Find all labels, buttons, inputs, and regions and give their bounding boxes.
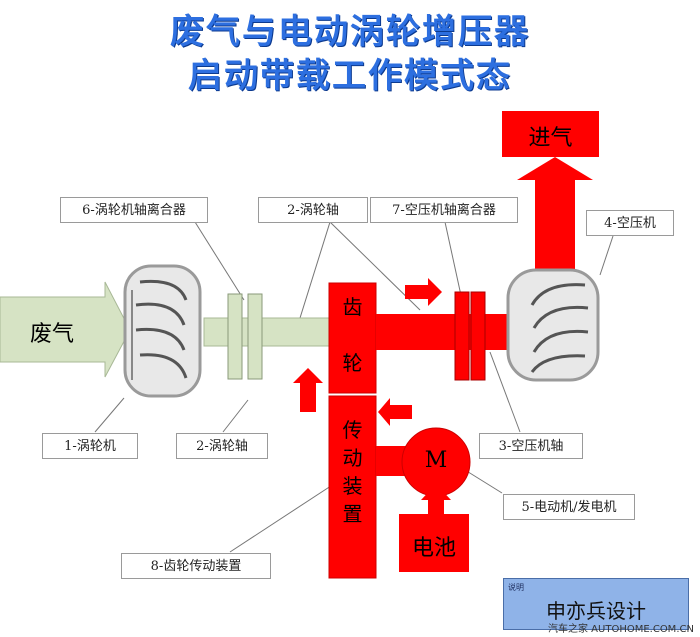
flow-arrow-up — [293, 368, 323, 412]
exhaust-label: 废气 — [29, 322, 74, 347]
compressor-clutch-plate-left — [454, 291, 470, 381]
gear-char-1: 齿 — [342, 295, 363, 319]
turbine-clutch-plate-right — [247, 293, 263, 380]
watermark: 汽车之家 AUTOHOME.COM.CN — [548, 624, 694, 635]
label-compressor-shaft: 3-空压机轴 — [479, 433, 583, 459]
label-compressor-clutch: 7-空压机轴离合器 — [370, 197, 518, 223]
battery-label: 电池 — [411, 536, 456, 561]
turbine-wheel — [123, 264, 202, 398]
label-turbine: 1-涡轮机 — [42, 433, 138, 459]
label-motor-generator: 5-电动机/发电机 — [503, 494, 635, 520]
intake-block — [502, 111, 599, 157]
battery-arrow — [421, 484, 451, 515]
compressor-shaft — [376, 314, 511, 350]
signature-tag: 说明 — [508, 583, 524, 592]
diagram-title-line1: 废气与电动涡轮增压器 — [170, 12, 530, 52]
label-turbine-clutch: 6-涡轮机轴离合器 — [60, 197, 208, 223]
intake-arrow-shaft — [535, 178, 575, 274]
label-turbo-shaft-bottom: 2-涡轮轴 — [176, 433, 268, 459]
motor-label: M — [424, 448, 448, 473]
transmission-char-4: 置 — [342, 502, 363, 526]
flow-arrow-right — [405, 278, 442, 306]
compressor-wheel — [506, 268, 600, 382]
flow-arrow-left — [378, 398, 412, 426]
intake-arrow-head — [517, 157, 593, 180]
transmission-char-1: 传 — [342, 418, 363, 442]
turbine-clutch-plate-left — [227, 293, 243, 380]
transmission-char-2: 动 — [342, 446, 363, 470]
motor-coupling — [376, 446, 406, 476]
signature-name: 申亦兵设计 — [546, 599, 646, 623]
label-gear-transmission: 8-齿轮传动装置 — [121, 553, 271, 579]
turbine-shaft — [203, 317, 335, 347]
leader-lines — [94, 221, 614, 553]
gear-char-2: 轮 — [342, 351, 363, 375]
label-compressor: 4-空压机 — [586, 210, 674, 236]
compressor-clutch-plate-right — [470, 291, 486, 381]
battery-block — [399, 514, 469, 572]
signature-box: 说明 申亦兵设计 — [503, 578, 689, 630]
label-turbo-shaft-top: 2-涡轮轴 — [258, 197, 368, 223]
transmission-block — [328, 395, 377, 579]
diagram-title-line2: 启动带载工作模式态 — [188, 56, 512, 96]
exhaust-arrow — [0, 281, 131, 378]
intake-label: 进气 — [528, 126, 573, 151]
transmission-char-3: 装 — [342, 474, 363, 498]
